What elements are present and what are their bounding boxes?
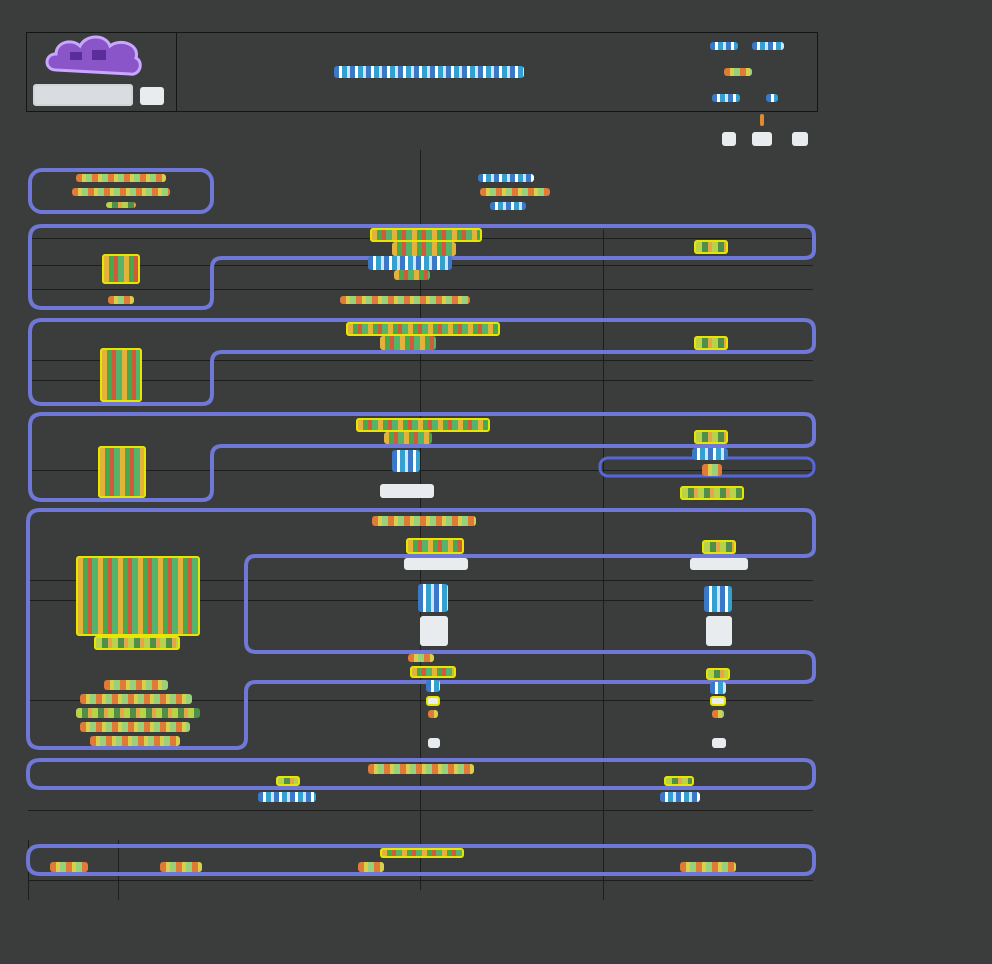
lane-3-right-node — [692, 448, 728, 460]
lane-4-node-blur — [410, 666, 456, 678]
lane-1-right-node — [694, 240, 728, 254]
lane-4-right-node — [712, 710, 724, 718]
lane-1-node-blur — [368, 256, 452, 270]
purple-cloud-logo-icon — [45, 35, 142, 76]
header-right-block — [710, 42, 738, 50]
lane-3-right-node — [694, 430, 728, 444]
lane-2-node-blur — [380, 336, 436, 350]
lane-4-node-blur — [420, 616, 448, 646]
lane-2-title-blur — [100, 348, 142, 402]
lane-4-title-blur — [94, 636, 180, 650]
grid-line — [118, 840, 119, 900]
header-right-block — [712, 94, 740, 102]
lane-6-node-blur — [380, 848, 464, 858]
lane-1-node-blur — [370, 228, 482, 242]
header-marker — [760, 114, 764, 126]
lane-4-node-blur — [404, 558, 468, 570]
lane-4-node-blur — [408, 654, 434, 662]
lane-4-right-node — [690, 558, 748, 570]
lane-3-right-node — [702, 464, 722, 476]
header-right-block — [724, 68, 752, 76]
center-label-blur — [478, 174, 534, 182]
lane-4-node-blur — [406, 538, 464, 554]
header-right-block — [752, 42, 784, 50]
lane-3-node-blur — [384, 432, 432, 444]
lane-4-right-node — [712, 738, 726, 748]
lane-1-node-blur — [394, 270, 430, 280]
lane-4-right-node — [704, 586, 732, 612]
grid-line — [603, 230, 604, 900]
lane-6-node-blur — [160, 862, 202, 872]
lane-4-title-blur — [76, 556, 200, 636]
lane-4-node-blur — [426, 696, 440, 706]
lane-2-right-node — [694, 336, 728, 350]
header-title-blur — [334, 66, 524, 78]
lane-4-node-blur — [428, 738, 440, 748]
center-label-blur — [480, 188, 550, 196]
lane-1-caption-blur — [340, 296, 470, 304]
logo-wordmark-suffix — [140, 87, 164, 105]
lane-3-title-blur — [98, 446, 146, 498]
lane-3-right-node — [680, 486, 744, 500]
lane-5-node-blur — [258, 792, 316, 802]
header-small-icon — [792, 132, 808, 146]
lane-label-blur — [106, 202, 136, 208]
lane-4-node-blur — [428, 710, 438, 718]
lane-4-node-blur — [426, 680, 440, 692]
lane-6-node-blur — [680, 862, 736, 872]
lane-5-node-blur — [276, 776, 300, 786]
center-label-blur — [490, 202, 526, 210]
lane-4-caption-blur — [76, 708, 200, 718]
lane-label-blur — [72, 188, 170, 196]
lane-4-node-blur — [418, 584, 448, 612]
lane-6-node-blur — [358, 862, 384, 872]
lane-5-right-node — [660, 792, 700, 802]
lane-3-node-blur — [392, 450, 420, 472]
lane-6-node-blur — [50, 862, 88, 872]
header-right-block — [766, 94, 778, 102]
lane-4-right-node — [710, 682, 726, 694]
lane-4-right-node — [706, 668, 730, 680]
lane-5-right-node — [664, 776, 694, 786]
lane-2-node-blur — [346, 322, 500, 336]
lane-start — [28, 168, 214, 214]
lane-4-caption-blur — [104, 680, 168, 690]
header-small-icon — [752, 132, 772, 146]
lane-4-header-blur — [372, 516, 476, 526]
lane-4-right-node — [706, 616, 732, 646]
lane-3-node-blur — [380, 484, 434, 498]
header-frame — [26, 32, 818, 112]
header-divider — [176, 32, 177, 112]
lane-4-caption-blur — [80, 694, 192, 704]
lane-1-node-blur — [392, 242, 456, 256]
lane-4-right-node — [710, 696, 726, 706]
logo-wordmark — [33, 84, 133, 106]
lane-4-right-node — [702, 540, 736, 554]
lane-1-subtitle-blur — [108, 296, 134, 304]
lane-label-blur — [76, 174, 166, 182]
lane-5-node-blur — [368, 764, 474, 774]
lane-3-node-blur — [356, 418, 490, 432]
header-small-icon — [722, 132, 736, 146]
lane-4-caption-blur — [80, 722, 190, 732]
lane-4-caption-blur — [90, 736, 180, 746]
lane-1-title-blur — [102, 254, 140, 284]
